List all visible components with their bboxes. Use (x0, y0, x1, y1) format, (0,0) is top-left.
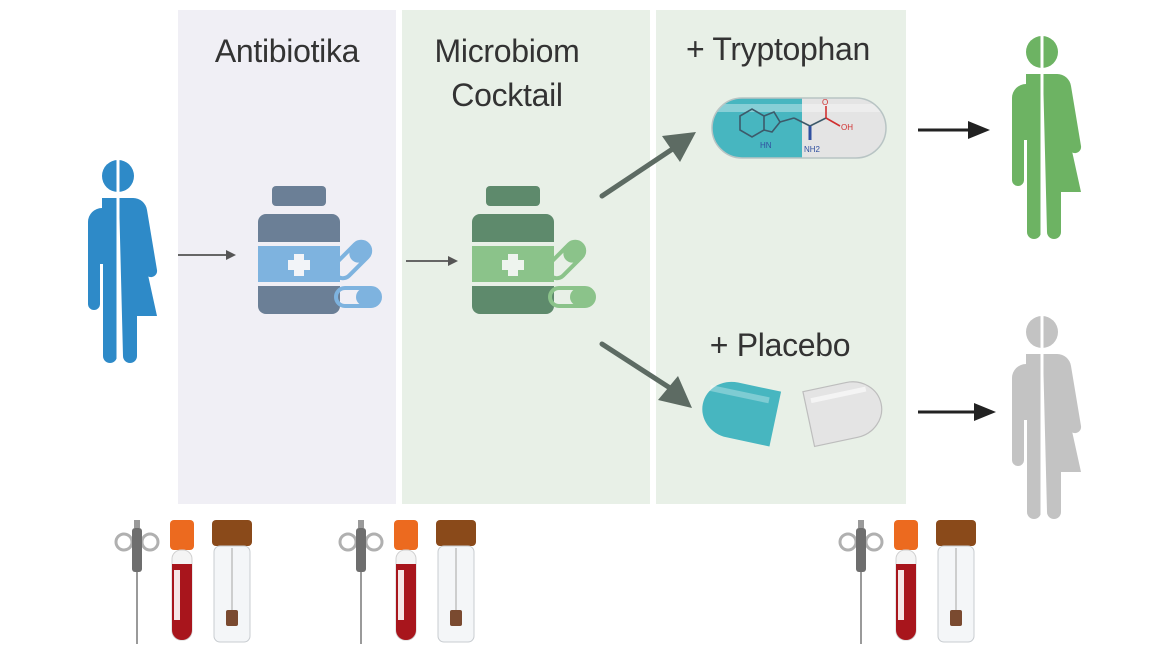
stage-label-microbiome-1: Microbiom (434, 33, 580, 69)
antibiotic-bottle-icon (258, 186, 382, 314)
antibiotic-pills-icon (331, 239, 382, 308)
arrow-to-antibiotics-icon (178, 250, 236, 260)
placebo-capsule-icon (702, 381, 883, 448)
stage-label-antibiotics: Antibiotika (214, 33, 360, 69)
participant-placebo-outcome-icon (1012, 314, 1082, 524)
placebo-capsule-white-half (802, 381, 883, 448)
sample-kit-baseline (114, 518, 254, 646)
sample-kit-post-microbiome (338, 518, 478, 646)
microbiome-pills-icon (545, 239, 596, 308)
arrow-to-tryptophan-outcome-icon (918, 121, 990, 139)
participant-start-icon (88, 158, 158, 368)
stage-label-microbiome-2: Cocktail (451, 77, 563, 113)
branch-arrows (599, 132, 696, 408)
molecule-oh: OH (841, 123, 853, 132)
molecule-nh: HN (760, 141, 772, 150)
arrow-to-tryptophan-icon (599, 132, 696, 199)
branch-label-tryptophan: + Tryptophan (685, 31, 871, 67)
molecule-nh2: NH2 (804, 145, 821, 154)
tryptophan-molecule-icon (739, 106, 841, 140)
arrow-to-microbiome-icon (406, 256, 458, 266)
arrow-to-placebo-icon (599, 341, 692, 408)
arrow-to-placebo-outcome-icon (918, 403, 996, 421)
participant-tryptophan-outcome-icon (1012, 34, 1082, 244)
sample-kit-end (838, 518, 978, 646)
placebo-capsule-teal-half (702, 381, 782, 447)
branch-label-placebo: + Placebo (709, 327, 851, 363)
microbiome-bottle-icon (472, 186, 596, 314)
molecule-o: O (822, 98, 828, 107)
tryptophan-capsule-icon: HN NH2 O OH (711, 97, 887, 159)
